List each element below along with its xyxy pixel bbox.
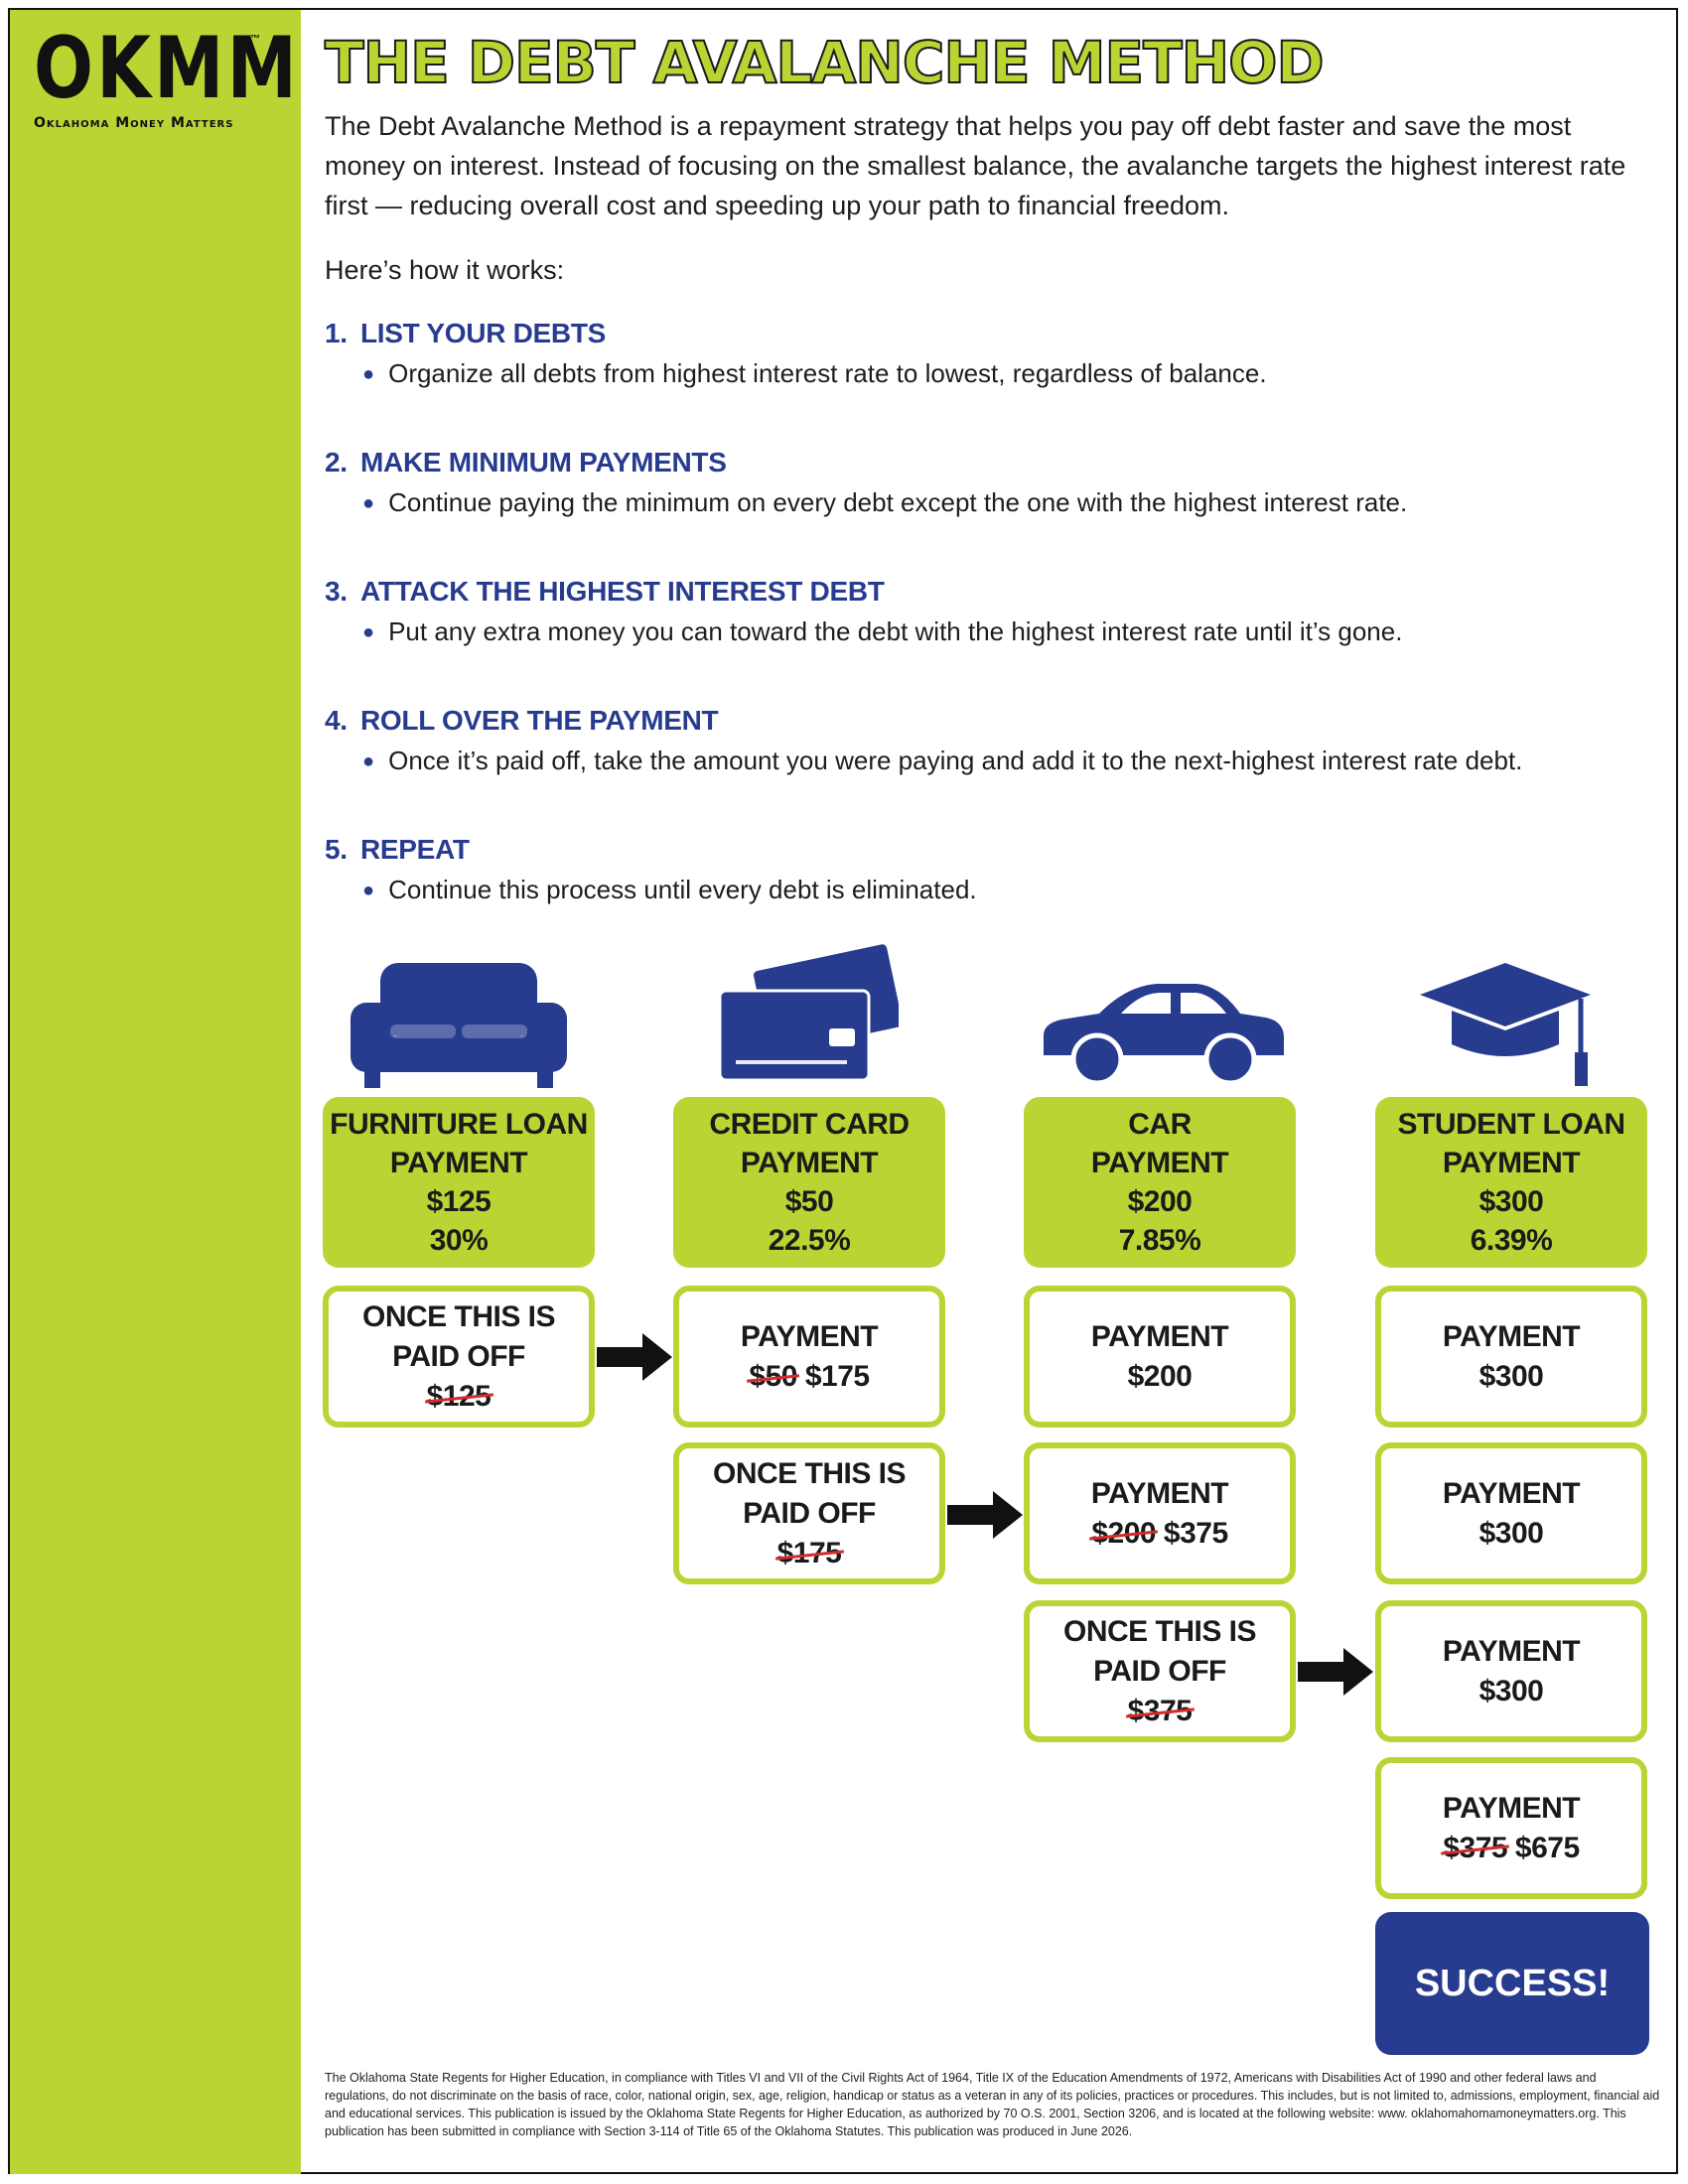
car-payment-box: PAYMENT$200 xyxy=(1024,1286,1296,1428)
okmm-logo: OKMM ™ Oklahoma Money Matters xyxy=(34,19,301,131)
arrow-right-icon xyxy=(1298,1648,1373,1696)
page-border xyxy=(8,8,1678,2174)
logo-subtitle: Oklahoma Money Matters xyxy=(34,115,234,131)
step-heading: 2.MAKE MINIMUM PAYMENTS xyxy=(325,447,727,478)
student-loan-payment-box: PAYMENT$375 $675 xyxy=(1375,1757,1647,1899)
graduation-cap-icon xyxy=(1420,963,1591,1086)
bullet-icon: ● xyxy=(362,492,375,514)
student-loan-payment-box: PAYMENT$300 xyxy=(1375,1442,1647,1584)
step-1: 1.LIST YOUR DEBTS ●Organize all debts fr… xyxy=(325,316,1655,394)
step-body: ●Put any extra money you can toward the … xyxy=(362,616,1403,646)
step-3: 3.ATTACK THE HIGHEST INTEREST DEBT ●Put … xyxy=(325,574,1655,652)
step-heading: 3.ATTACK THE HIGHEST INTEREST DEBT xyxy=(325,576,885,607)
student-loan-payment-box: PAYMENT$300 xyxy=(1375,1286,1647,1428)
sofa-icon xyxy=(351,963,567,1088)
logo-trademark: ™ xyxy=(250,34,260,45)
arrow-right-icon xyxy=(947,1491,1023,1539)
success-badge: SUCCESS! xyxy=(1375,1912,1649,2055)
step-5: 5.REPEAT ●Continue this process until ev… xyxy=(325,832,1655,910)
step-4: 4.ROLL OVER THE PAYMENT ●Once it’s paid … xyxy=(325,703,1655,781)
car-icon xyxy=(1044,984,1284,1085)
bullet-icon: ● xyxy=(362,621,375,643)
step-body: ●Organize all debts from highest interes… xyxy=(362,358,1267,388)
credit-card-payment-box: PAYMENT$50 $175 xyxy=(673,1286,945,1428)
step-body: ●Continue paying the minimum on every de… xyxy=(362,487,1408,517)
step-body: ●Once it’s paid off, take the amount you… xyxy=(362,746,1523,775)
page-title: THE DEBT AVALANCHE METHOD xyxy=(324,29,1326,96)
intro-paragraph: The Debt Avalanche Method is a repayment… xyxy=(325,111,1626,220)
car-payment-box: PAYMENT$200 $375 xyxy=(1024,1442,1296,1584)
step-body: ●Continue this process until every debt … xyxy=(362,875,977,904)
bullet-icon: ● xyxy=(362,363,375,385)
bullet-icon: ● xyxy=(362,880,375,901)
step-heading: 1.LIST YOUR DEBTS xyxy=(325,318,607,348)
arrow-right-icon xyxy=(597,1333,672,1381)
student-loan-payment-box: PAYMENT$300 xyxy=(1375,1600,1647,1742)
bullet-icon: ● xyxy=(362,751,375,772)
green-sidebar xyxy=(10,10,301,2174)
step-2: 2.MAKE MINIMUM PAYMENTS ●Continue paying… xyxy=(325,445,1655,523)
step-heading: 5.REPEAT xyxy=(325,834,470,865)
logo-mark: OKMM xyxy=(34,19,301,118)
how-it-works-label: Here’s how it works: xyxy=(325,255,565,285)
credit-card-icon xyxy=(720,943,899,1082)
legal-footer: The Oklahoma State Regents for Higher Ed… xyxy=(325,2071,1660,2138)
step-heading: 4.ROLL OVER THE PAYMENT xyxy=(325,705,719,736)
